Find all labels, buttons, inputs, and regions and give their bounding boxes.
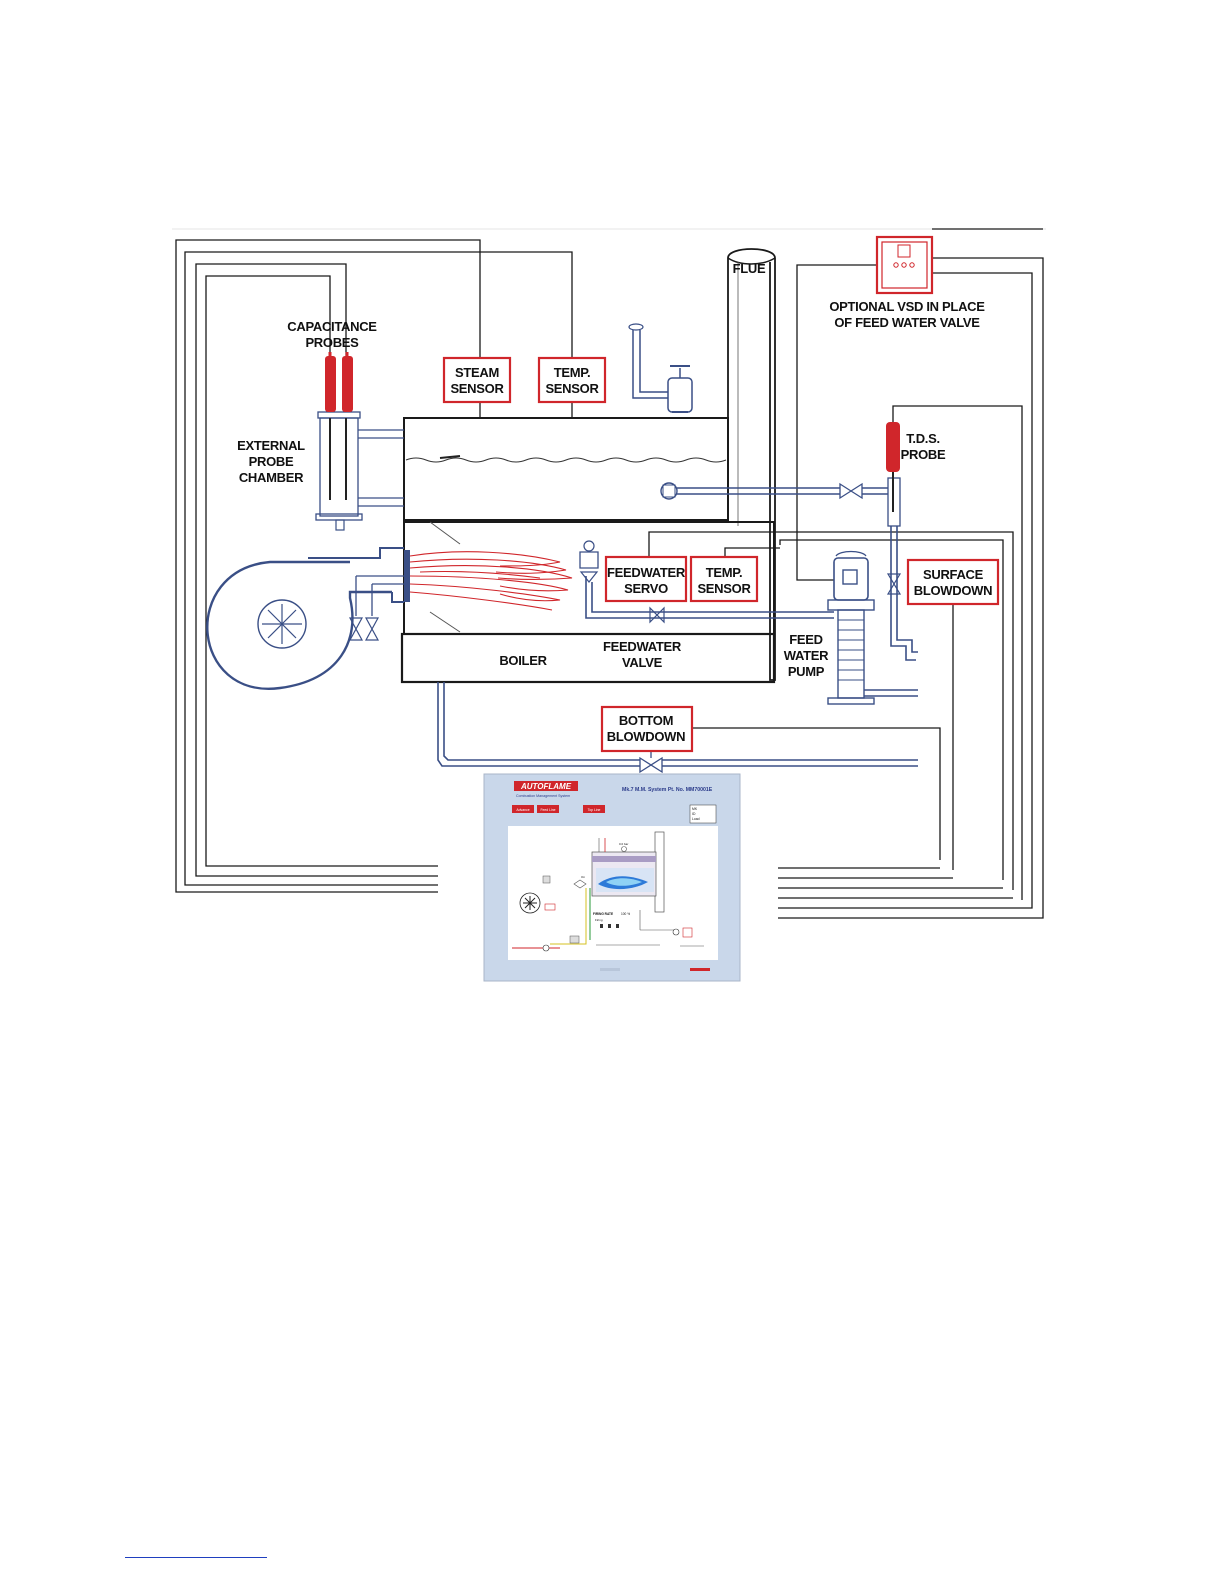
vsd-unit [875,235,934,295]
external-probe-label-line1: EXTERNAL [237,438,305,453]
tds-probe-label-line1: T.D.S. [906,431,940,446]
temp-sensor-box [537,356,607,404]
tds-probe-label-line2: PROBE [901,447,946,462]
bottom-blowdown-pipe [437,682,918,774]
capacitance-label-line1: CAPACITANCE [287,319,377,334]
hmi-info-line-3: Load [692,817,700,821]
flue-label: FLUE [733,261,766,276]
feedwater-servo-box [604,555,688,603]
tds-sample-line [660,422,918,661]
hmi-button-3-label: Top Line [588,808,601,812]
hmi-firing-sub: Firing [595,918,603,922]
capacitance-label-line2: PROBES [305,335,359,350]
hmi-on-label: On [581,875,585,879]
feed-water-pump-label-line1: FEED [789,632,822,647]
temp-sensor-2-box [689,555,759,603]
bottom-blowdown-label-line2: BLOWDOWN [607,729,685,744]
temp-sensor-2-label-line2: SENSOR [697,581,751,596]
hmi-pressure: 0.0 bar [619,842,628,846]
bottom-blowdown-box [600,705,694,753]
hmi-button-2[interactable] [537,805,559,813]
hmi-info-line-1: MK [692,807,698,811]
autoflame-subtitle: Combustion Management System [516,794,570,798]
autoflame-brand: AUTOFLAME [520,782,572,791]
steam-sensor-box [442,356,512,404]
feedwater-valve-label-line1: FEEDWATER [603,639,682,654]
vsd-label-line1: OPTIONAL VSD IN PLACE [829,299,985,314]
boiler-label: BOILER [499,653,547,668]
external-probe-label-line2: PROBE [249,454,294,469]
feed-water-pump [827,550,918,705]
control-wiring [175,228,1044,919]
burner-flame [404,550,573,611]
bottom-blowdown-label-line1: BOTTOM [619,713,673,728]
temp-sensor-label-line2: SENSOR [545,381,599,396]
autoflame-hmi-panel: AUTOFLAME Combustion Management System M… [483,773,741,982]
capacitance-probes [325,352,353,412]
feedwater-piping [579,540,834,624]
temp-sensor-2-label-line1: TEMP. [706,565,743,580]
footnote-link-rule[interactable] [125,1557,267,1558]
external-probe-chamber [315,411,404,531]
hmi-info-line-2: ID [692,812,696,816]
flue-stack [405,248,776,681]
feedwater-valve-label-line2: VALVE [622,655,663,670]
combustion-fan [206,547,404,690]
temp-sensor-label-line1: TEMP. [554,365,591,380]
hmi-info-box [689,804,717,824]
surface-blowdown-label-line2: BLOWDOWN [914,583,992,598]
feed-water-pump-label-line2: WATER [784,648,829,663]
external-probe-label-line3: CHAMBER [239,470,304,485]
feed-water-pump-label-line3: PUMP [788,664,825,679]
steam-sensor-label-line1: STEAM [455,365,499,380]
hmi-button-2-label: Feed Line [540,808,555,812]
feedwater-servo-label-line1: FEEDWATER [607,565,686,580]
surface-blowdown-box [906,558,1000,606]
surface-blowdown-label-line1: SURFACE [923,567,984,582]
boiler-shell [400,417,776,684]
vsd-label-line2: OF FEED WATER VALVE [834,315,980,330]
feedwater-servo-label-line2: SERVO [624,581,668,596]
steam-sensor-label-line2: SENSOR [450,381,504,396]
hmi-button-1[interactable] [512,805,534,813]
hmi-firing-rate-label: FIRING RATE [593,912,613,916]
autoflame-logo [514,781,578,791]
steam-outlet-valve [628,323,693,413]
hmi-firing-rate-value: 100 % [621,912,630,916]
hmi-button-1-label: Advance [516,808,529,812]
hmi-title: Mk.7 M.M. System Pt. No. MM70001E [622,787,713,793]
hmi-button-3[interactable] [583,805,605,813]
